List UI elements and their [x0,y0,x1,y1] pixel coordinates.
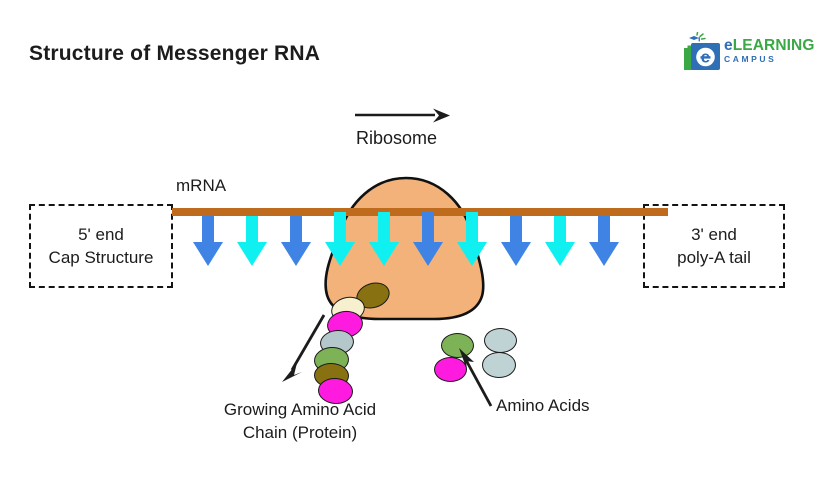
five-prime-end-box: 5' end Cap Structure [29,204,173,288]
codon-arrow-5 [369,212,399,266]
three-prime-line1: 3' end [691,225,737,244]
five-prime-line1: 5' end [78,225,124,244]
page-title: Structure of Messenger RNA [29,42,321,65]
three-prime-end-box: 3' end poly-A tail [643,204,785,288]
ribosome-direction-arrow-icon [355,108,450,123]
ribosome-label: Ribosome [356,128,438,148]
logo-letter-e: e [724,37,733,54]
protein-caption-line2: Chain (Protein) [242,423,358,442]
amino-acids-caption: Amino Acids [496,396,590,415]
elearning-campus-book-icon: e [684,32,720,70]
three-prime-line2: poly-A tail [677,248,751,267]
protein-chain-pointer-arrow-icon [282,314,326,382]
codon-arrow-3 [281,212,311,266]
mrna-label: mRNA [176,176,227,195]
brand-logo[interactable]: e eLEARNING CAMPUS [680,30,814,76]
codon-arrow-2 [237,212,267,266]
codon-arrow-6 [413,212,443,266]
free-amino-acid-4 [482,352,516,378]
protein-chain-caption: Growing Amino Acid Chain (Protein) [185,398,415,444]
codon-arrow-1 [193,212,223,266]
protein-caption-line1: Growing Amino Acid [223,400,377,419]
logo-primary-text: eLEARNING [724,37,814,54]
codon-arrow-4 [325,212,355,266]
five-prime-line2: Cap Structure [48,248,154,267]
mrna-strand [172,208,668,216]
codon-arrow-7 [457,212,487,266]
free-amino-acid-3 [434,357,467,382]
codon-arrow-8 [501,212,531,266]
amino-acids-pointer-arrow-icon [459,348,493,407]
logo-word-learning: LEARNING [732,37,815,54]
codon-arrow-9 [545,212,575,266]
logo-word-campus: CAMPUS [724,54,777,64]
codon-arrow-10 [589,212,619,266]
free-amino-acid-2 [484,328,517,353]
